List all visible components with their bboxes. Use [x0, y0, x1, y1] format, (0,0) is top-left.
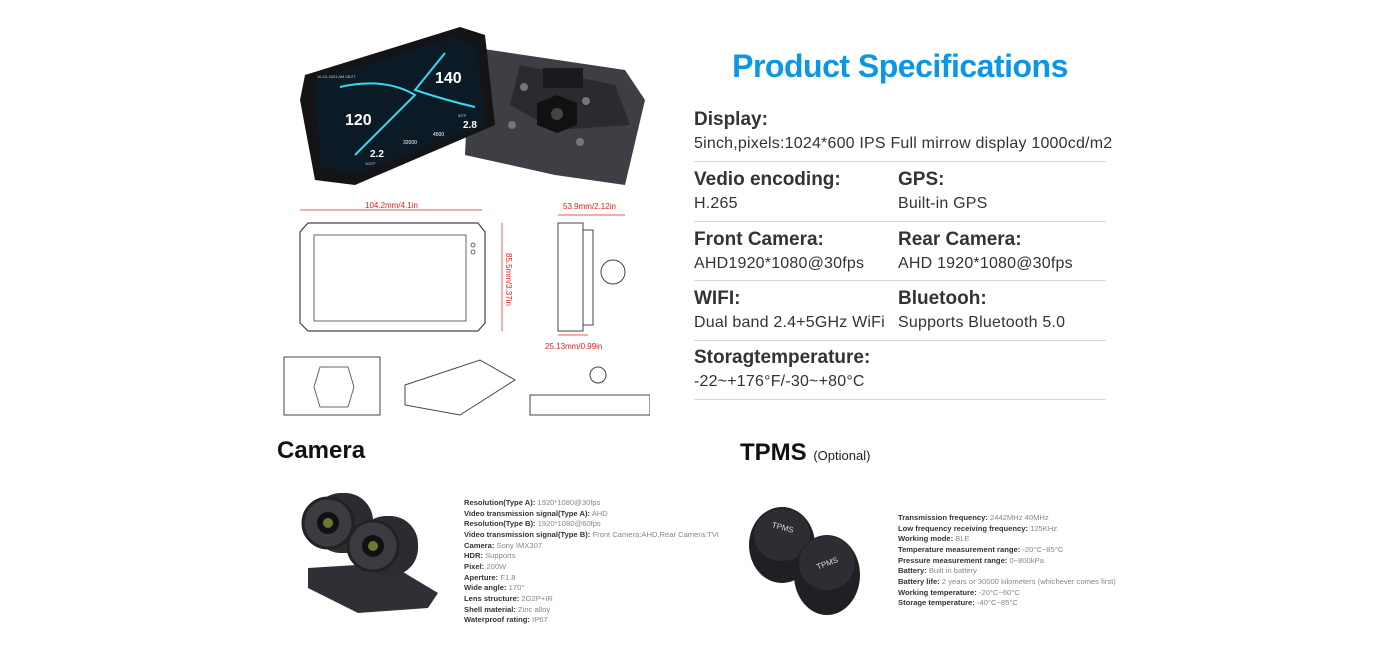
camera-photo	[301, 493, 438, 613]
tpms-heading-wrap: TPMS (Optional)	[740, 439, 870, 467]
spec-rear-camera-label: Rear Camera:	[898, 229, 1022, 250]
camera-spec-item: Waterproof rating: IP67	[464, 615, 548, 625]
camera-spec-item: Shell material: Zinc alloy	[464, 604, 551, 614]
spec-encoding-value: H.265	[694, 195, 738, 212]
screen-rear-pressure: 2.8	[463, 120, 477, 131]
spec-storage-temp-value: -22~+176°F/-30~+80°C	[694, 373, 865, 390]
camera-spec-item: Resolution(Type B): 1920*1080@60fps	[464, 519, 601, 529]
tpms-heading: TPMS	[740, 439, 807, 466]
back-view	[283, 356, 381, 416]
camera-spec-item: HDR: Supports	[464, 551, 516, 561]
spec-rear-camera-value: AHD 1920*1080@30fps	[898, 255, 1073, 272]
spec-display-value: 5inch,pixels:1024*600 IPS Full mirrow di…	[694, 135, 1113, 152]
spec-wifi-value: Dual band 2.4+5GHz WiFi	[694, 314, 885, 331]
tpms-spec-item: Working temperature: -20°C~60°C	[898, 587, 1020, 597]
screen-trip: 4500	[433, 132, 444, 138]
tpms-spec-item: Temperature measurement range: -20°C~85°…	[898, 544, 1064, 554]
tpms-photo: TPMS TPMS	[749, 507, 860, 615]
spec-gps-value: Built-in GPS	[898, 195, 988, 212]
camera-spec-list: Resolution(Type A): 1920*1080@30fps Vide…	[464, 498, 719, 626]
spec-gps-label: GPS:	[898, 169, 945, 190]
camera-spec-item: Lens structure: 2G2P+IR	[464, 593, 553, 603]
spec-front-camera-value: AHD1920*1080@30fps	[694, 255, 865, 272]
spec-front-camera-label: Front Camera:	[694, 229, 824, 250]
dim-depth: 53.9mm/2.12in	[563, 202, 616, 211]
camera-spec-item: Video transmission signal(Type B): Front…	[464, 529, 720, 539]
tpms-optional: (Optional)	[813, 448, 871, 463]
spec-display-label: Display:	[694, 109, 768, 130]
tpms-spec-item: Pressure measurement range: 0~800kPa	[898, 555, 1044, 565]
tpms-spec-item: Battery: Built in battery	[898, 566, 977, 576]
spec-storage-temp-label: Storagtemperature:	[694, 347, 871, 368]
screen-rear-temp: 93°F	[458, 113, 467, 118]
spec-wifi-label: WIFI:	[694, 288, 741, 309]
divider	[694, 221, 1106, 222]
screen-datetime: 10-10-2024 AM 08:27	[317, 74, 356, 79]
spec-encoding-label: Vedio encoding:	[694, 169, 841, 190]
camera-spec-item: Wide angle: 170°	[464, 583, 525, 593]
tpms-spec-item: Transmission frequency: 2442MHz 40MHz	[898, 513, 1049, 522]
dim-height: 85.5mm/3.37in	[504, 253, 513, 306]
camera-heading: Camera	[277, 437, 366, 464]
screen-front-temp: 103°F	[365, 161, 376, 166]
divider	[694, 340, 1106, 341]
dimension-drawings: 104.2mm/4.1in 85.5mm/3.37in 53.9mm/2.12i…	[283, 201, 650, 416]
screen-front-pressure: 2.2	[370, 149, 384, 160]
camera-spec-item: Aperture: F1.8	[464, 572, 516, 582]
page-title: Product Specifications	[732, 48, 1068, 84]
bottom-view	[529, 394, 650, 416]
tpms-spec-item: Low frequency receiving frequency: 125KH…	[898, 523, 1058, 533]
divider	[694, 161, 1106, 162]
spec-bluetooth-label: Bluetooh:	[898, 288, 987, 309]
tpms-spec-item: Storage temperature: -40°C~85°C	[898, 598, 1018, 608]
spec-bluetooth-value: Supports Bluetooth 5.0	[898, 314, 1066, 331]
screen-odo: 32000	[403, 140, 417, 146]
tpms-spec-item: Battery life: 2 years or 30000 kilometer…	[898, 576, 1116, 586]
camera-spec-item: Camera: Sony IMX307	[464, 540, 543, 550]
divider	[694, 280, 1106, 281]
camera-spec-item: Video transmission signal(Type A): AHD	[464, 508, 608, 518]
screen-speed-right: 140	[435, 70, 462, 87]
screen-speed-left: 120	[345, 112, 372, 129]
dim-width: 104.2mm/4.1in	[365, 201, 418, 210]
product-photo: 10-10-2024 AM 08:27 120 140 103°F 2.2 93…	[300, 27, 645, 185]
perspective-view	[404, 359, 516, 416]
side-view	[557, 222, 584, 332]
tpms-spec-list: Transmission frequency: 2442MHz 40MHz Lo…	[898, 513, 1116, 609]
camera-spec-item: Resolution(Type A): 1920*1080@30fps	[464, 498, 601, 507]
dim-thickness: 25.13mm/0.99in	[545, 342, 602, 351]
divider	[694, 399, 1106, 400]
camera-spec-item: Pixel: 200W	[464, 561, 507, 571]
device-screen	[315, 37, 485, 175]
tpms-spec-item: Working mode: BLE	[898, 534, 970, 544]
